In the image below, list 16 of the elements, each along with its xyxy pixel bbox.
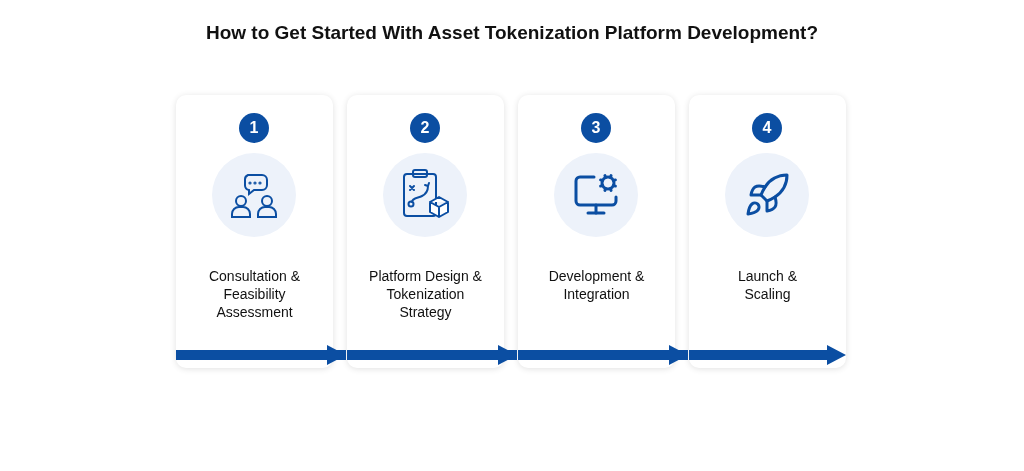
arrow	[518, 345, 688, 365]
step-card	[176, 95, 333, 368]
step-number: 1	[239, 113, 269, 143]
arrow	[176, 345, 346, 365]
title: How to Get Started With Asset Tokenization Platform Development?	[204, 22, 820, 44]
step-label: Platform Design & Tokenization Strategy	[368, 267, 483, 321]
step-label: Consultation & Feasibility Assessment	[207, 267, 302, 321]
step-label: Development & Integration	[547, 267, 646, 303]
step-number: 3	[581, 113, 611, 143]
step-number: 4	[752, 113, 782, 143]
step-card	[518, 95, 675, 368]
step-label: Launch & Scaling	[736, 267, 799, 303]
arrow	[347, 345, 517, 365]
step-card	[689, 95, 846, 368]
step-number: 2	[410, 113, 440, 143]
step-card	[347, 95, 504, 368]
